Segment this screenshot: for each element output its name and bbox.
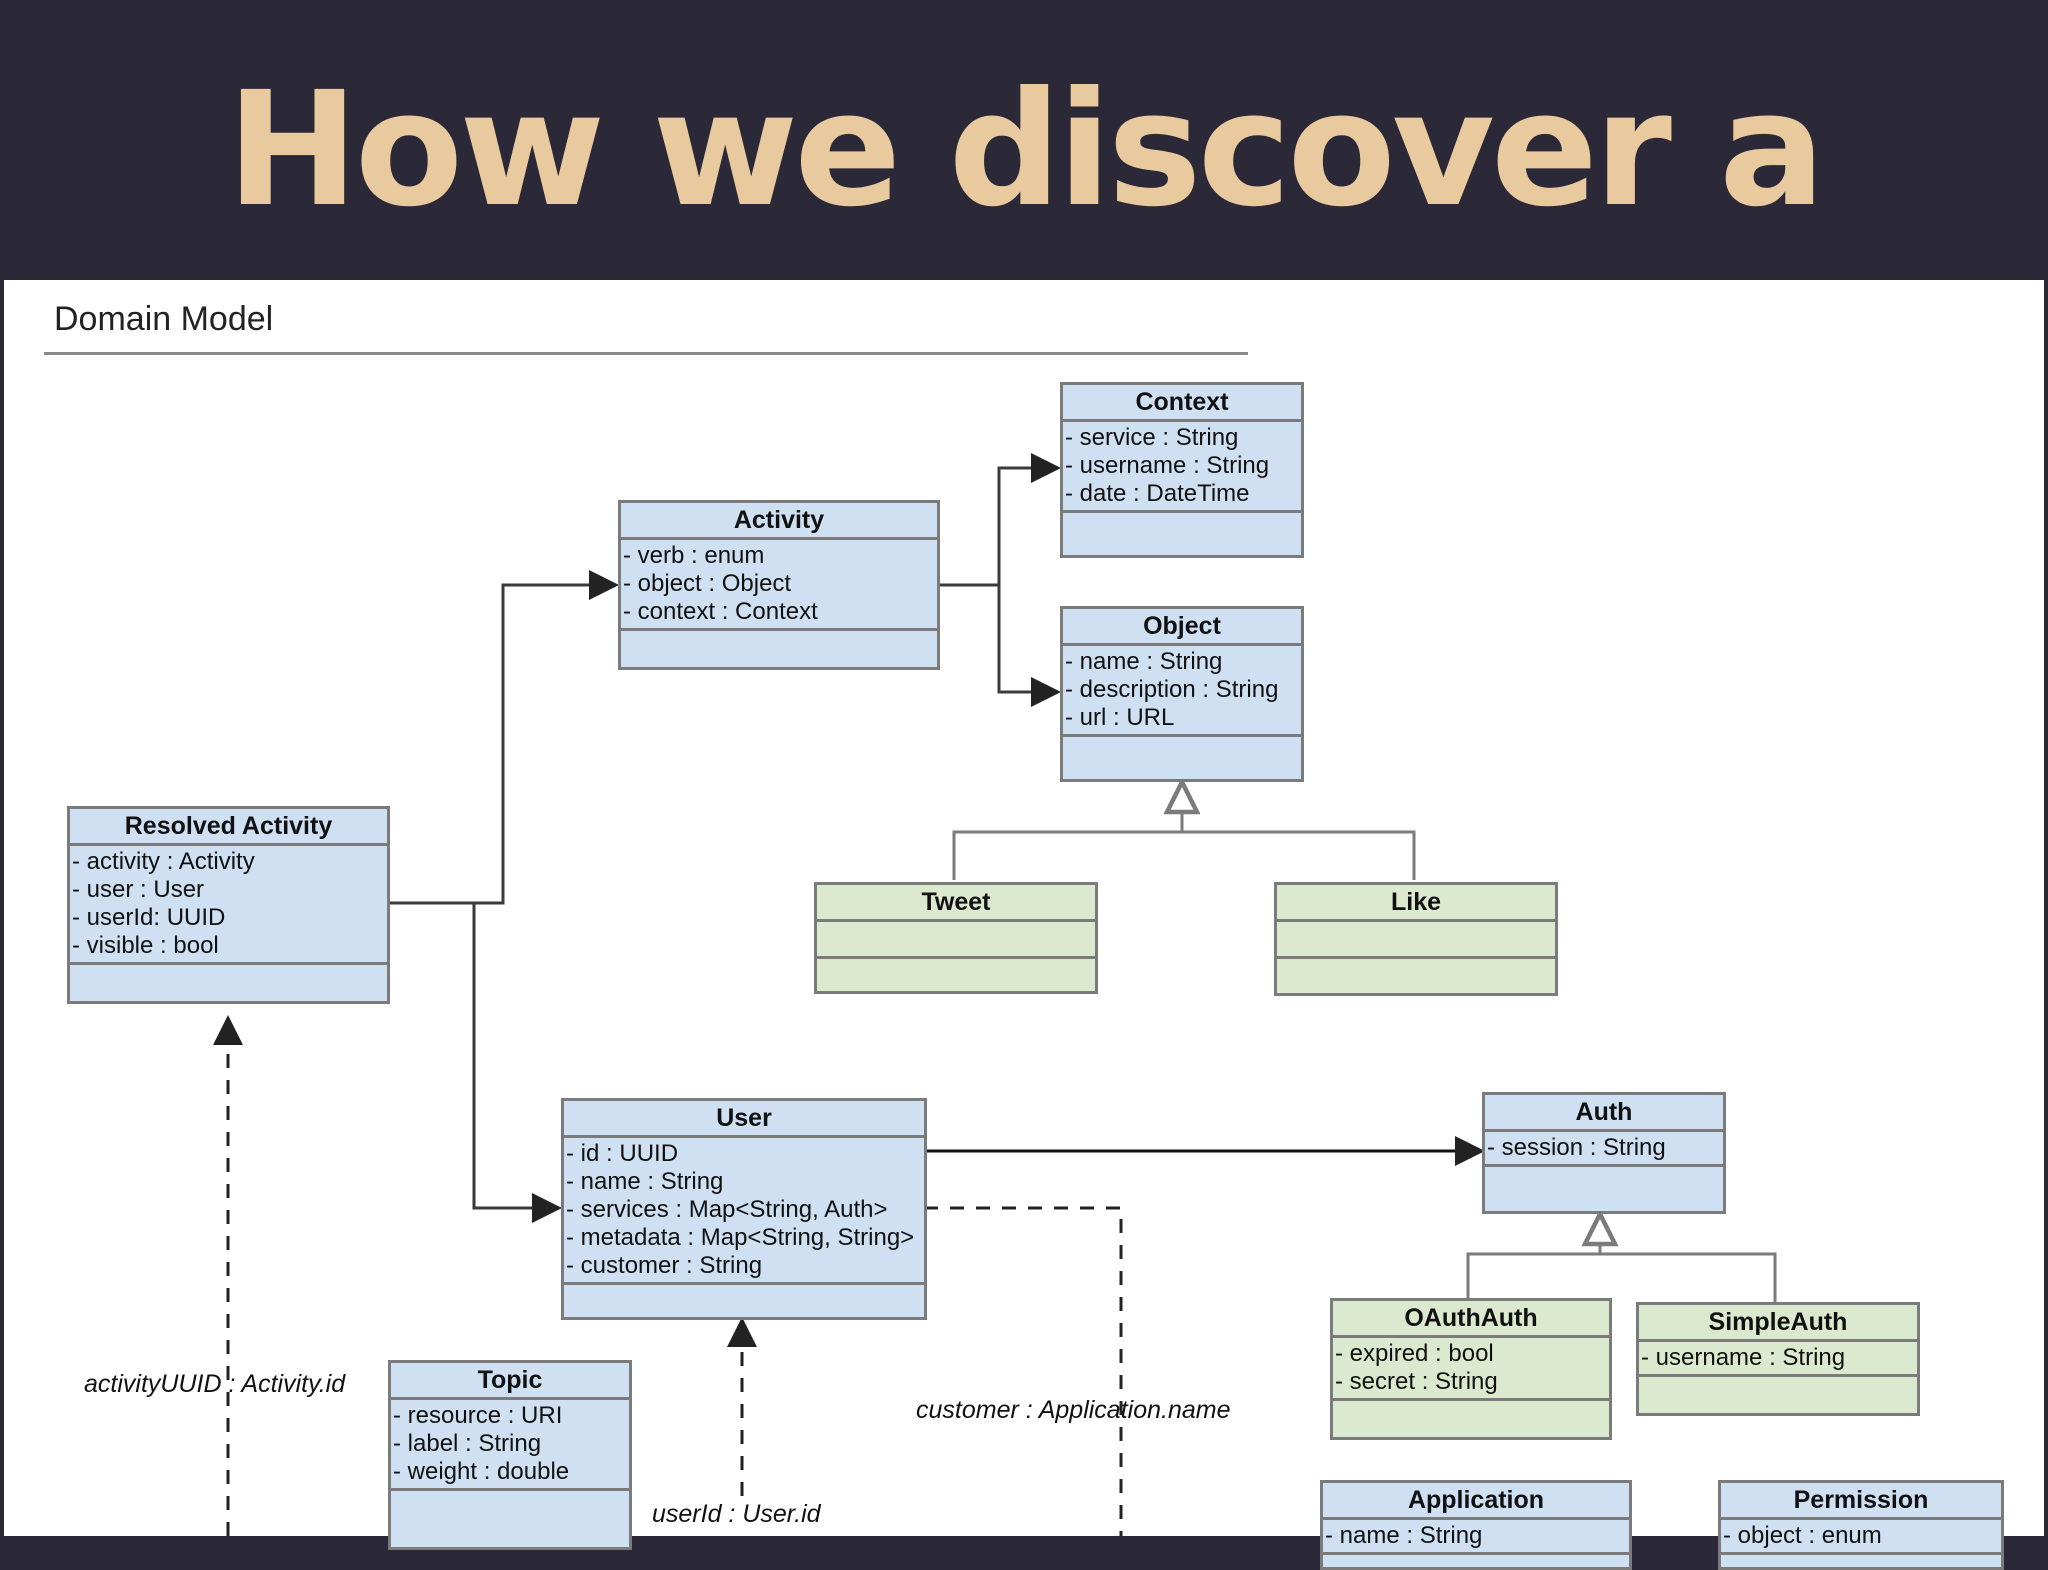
class-application-name: Application [1323,1483,1629,1520]
attr-user-metadata: metadata : Map<String, String> [566,1224,924,1252]
attr-user-services: services : Map<String, Auth> [566,1196,924,1224]
class-activity-attrs: verb : enum object : Object context : Co… [621,540,937,631]
attr-oauth-secret: secret : String [1335,1368,1609,1396]
class-resolved-activity-attrs: activity : Activity user : User userId: … [70,846,387,965]
class-permission-attrs: object : enum [1721,1520,2001,1555]
class-simple-auth-attrs: username : String [1639,1342,1917,1377]
diagram-title: Domain Model [54,300,274,338]
attr-object-name: name : String [1065,648,1301,676]
attr-context-date: date : DateTime [1065,480,1301,508]
attr-resolved-visible: visible : bool [72,932,387,960]
attr-resolved-activity: activity : Activity [72,848,387,876]
class-user-attrs: id : UUID name : String services : Map<S… [564,1138,924,1285]
class-like: Like [1274,882,1558,996]
class-topic-name: Topic [391,1363,629,1400]
class-context: Context service : String username : Stri… [1060,382,1304,558]
edge-label-activity-uuid: activityUUID : Activity.id [84,1370,346,1398]
class-auth: Auth session : String [1482,1092,1726,1214]
edge-label-customer: customer : Application.name [916,1396,1231,1424]
attr-context-service: service : String [1065,424,1301,452]
attr-object-description: description : String [1065,676,1301,704]
class-topic-attrs: resource : URI label : String weight : d… [391,1400,629,1491]
attr-permission-object: object : enum [1723,1522,2001,1550]
class-activity-name: Activity [621,503,937,540]
class-tweet: Tweet [814,882,1098,994]
attr-topic-weight: weight : double [393,1458,629,1486]
attr-activity-verb: verb : enum [623,542,937,570]
diagram-title-rule [44,352,1248,355]
edge-resolved-to-user [472,903,562,1223]
diagram-canvas: Domain Model [4,280,2044,1570]
edge-resolved-to-activity [388,570,619,905]
slide-header: How we discover a model [0,0,2048,462]
edge-tweet-generalization [952,830,1416,880]
class-simple-auth: SimpleAuth username : String [1636,1302,1920,1416]
class-auth-name: Auth [1485,1095,1723,1132]
attr-object-url: url : URL [1065,704,1301,732]
class-object-attrs: name : String description : String url :… [1063,646,1301,737]
class-resolved-activity-name: Resolved Activity [70,809,387,846]
class-object: Object name : String description : Strin… [1060,606,1304,782]
attr-auth-session: session : String [1487,1134,1723,1162]
class-user: User id : UUID name : String services : … [561,1098,927,1320]
class-like-attrs [1277,922,1555,959]
attr-oauth-expired: expired : bool [1335,1340,1609,1368]
diagram-edges [213,453,1777,1536]
edge-activity-to-object [997,585,1061,707]
class-resolved-activity: Resolved Activity activity : Activity us… [67,806,390,1004]
class-oauth-auth-attrs: expired : bool secret : String [1333,1338,1609,1401]
edge-user-customer-dashed [924,1206,1123,1536]
attr-application-name: name : String [1325,1522,1629,1550]
class-auth-attrs: session : String [1485,1132,1723,1167]
class-application-attrs: name : String [1323,1520,1629,1555]
attr-context-username: username : String [1065,452,1301,480]
class-application: Application name : String [1320,1480,1632,1570]
class-activity: Activity verb : enum object : Object con… [618,500,940,670]
class-permission: Permission object : enum [1718,1480,2004,1570]
class-oauth-auth-name: OAuthAuth [1333,1301,1609,1338]
edge-auth-subtypes [1466,1252,1777,1302]
class-like-name: Like [1277,885,1555,922]
class-user-name: User [564,1101,924,1138]
attr-activity-object: object : Object [623,570,937,598]
class-tweet-attrs [817,922,1095,959]
attr-user-customer: customer : String [566,1252,924,1280]
class-permission-name: Permission [1721,1483,2001,1520]
class-tweet-name: Tweet [817,885,1095,922]
attr-resolved-userid: userId: UUID [72,904,387,932]
edge-label-user-id: userId : User.id [652,1500,821,1528]
class-object-name: Object [1063,609,1301,646]
class-topic: Topic resource : URI label : String weig… [388,1360,632,1550]
class-context-attrs: service : String username : String date … [1063,422,1301,513]
edge-activity-to-context [939,453,1061,587]
class-simple-auth-name: SimpleAuth [1639,1305,1917,1342]
class-oauth-auth: OAuthAuth expired : bool secret : String [1330,1298,1612,1440]
attr-topic-resource: resource : URI [393,1402,629,1430]
attr-activity-context: context : Context [623,598,937,626]
attr-user-name: name : String [566,1168,924,1196]
attr-resolved-user: user : User [72,876,387,904]
class-context-name: Context [1063,385,1301,422]
attr-user-id: id : UUID [566,1140,924,1168]
attr-simple-username: username : String [1641,1344,1917,1372]
attr-topic-label: label : String [393,1430,629,1458]
